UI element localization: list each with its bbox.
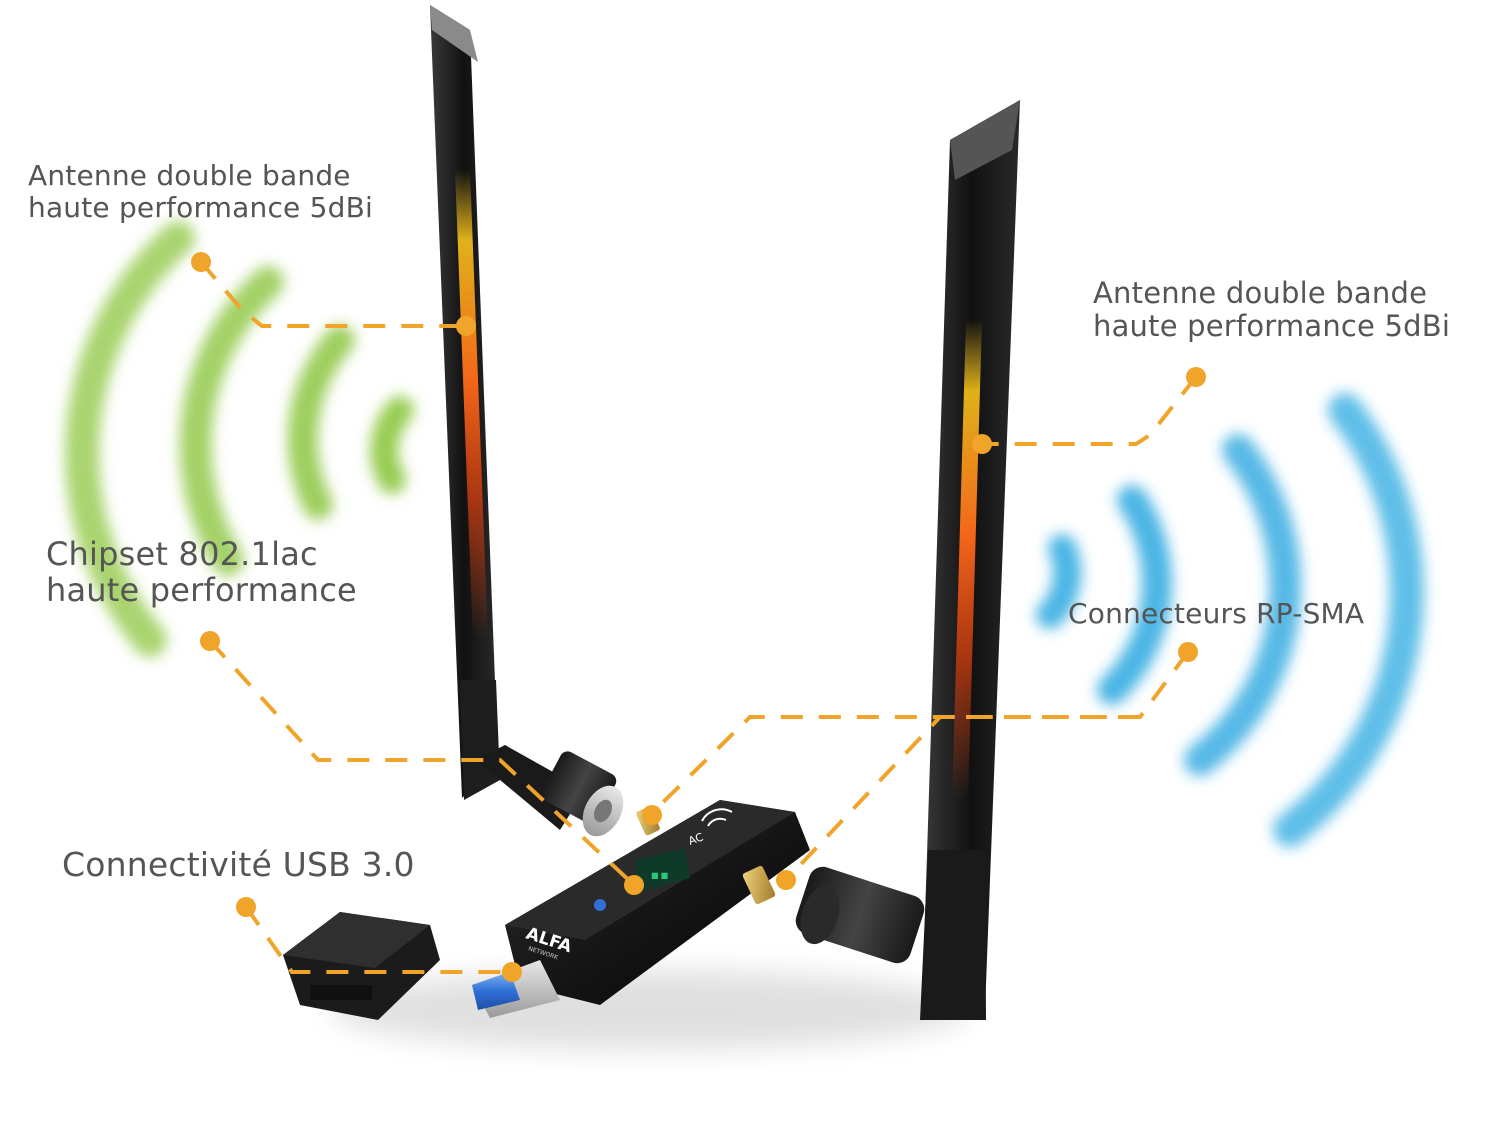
device-shadow (330, 970, 970, 1050)
dot-rpsma-target-left (642, 805, 662, 825)
wifi-signal-waves-left (65, 221, 414, 657)
label-chipset-line2: haute performance (46, 571, 357, 610)
dot-usb-label (236, 897, 256, 917)
label-connectors-text: Connecteurs RP-SMA (1068, 597, 1365, 630)
label-antenna-right: Antenne double bande haute performance 5… (1093, 277, 1450, 343)
wifi-signal-waves-right (1036, 393, 1424, 847)
dot-usb-target (502, 962, 522, 982)
dot-antenna-left-label (191, 252, 211, 272)
wifi-icon (701, 808, 733, 827)
leader-antenna-left (199, 260, 466, 328)
label-usb-text: Connectivité USB 3.0 (62, 845, 415, 884)
label-antenna-left-line1: Antenne double bande (28, 159, 351, 192)
usb-adapter-body: ▪▪ ALFA NETWORK AC (472, 800, 810, 1018)
dot-chipset-label (200, 631, 220, 651)
leader-lines (199, 260, 1198, 974)
left-antenna (430, 5, 624, 837)
label-chipset-line1: Chipset 802.1lac (46, 535, 318, 573)
display-digits: ▪▪ (650, 865, 669, 884)
dot-chipset-target (624, 875, 644, 895)
ac-badge: AC (687, 830, 706, 847)
label-antenna-left-line2: haute performance 5dBi (28, 190, 373, 224)
label-antenna-right-line2: haute performance 5dBi (1093, 308, 1451, 343)
leader-usb (244, 905, 512, 974)
label-antenna-right-line1: Antenne double bande (1093, 276, 1428, 310)
leader-chipset (208, 639, 636, 887)
leader-dots (191, 252, 1206, 982)
usb-cap (283, 912, 440, 1020)
dot-rpsma-label (1178, 642, 1198, 662)
right-antenna (795, 100, 1020, 1020)
dot-antenna-right-label (1186, 367, 1206, 387)
dot-antenna-left-target (456, 316, 476, 336)
leader-antenna-right (982, 375, 1198, 446)
dot-rpsma-target-right (776, 870, 796, 890)
leader-rpsma-right (784, 715, 1140, 882)
dot-antenna-right-target (972, 434, 992, 454)
label-chipset: Chipset 802.1lac haute performance (46, 536, 357, 608)
label-usb-connectivity: Connectivité USB 3.0 (62, 845, 415, 884)
label-connectors-rpsma: Connecteurs RP-SMA (1068, 598, 1364, 630)
label-antenna-left: Antenne double bande haute performance 5… (28, 160, 373, 223)
bluetooth-icon (594, 899, 606, 911)
